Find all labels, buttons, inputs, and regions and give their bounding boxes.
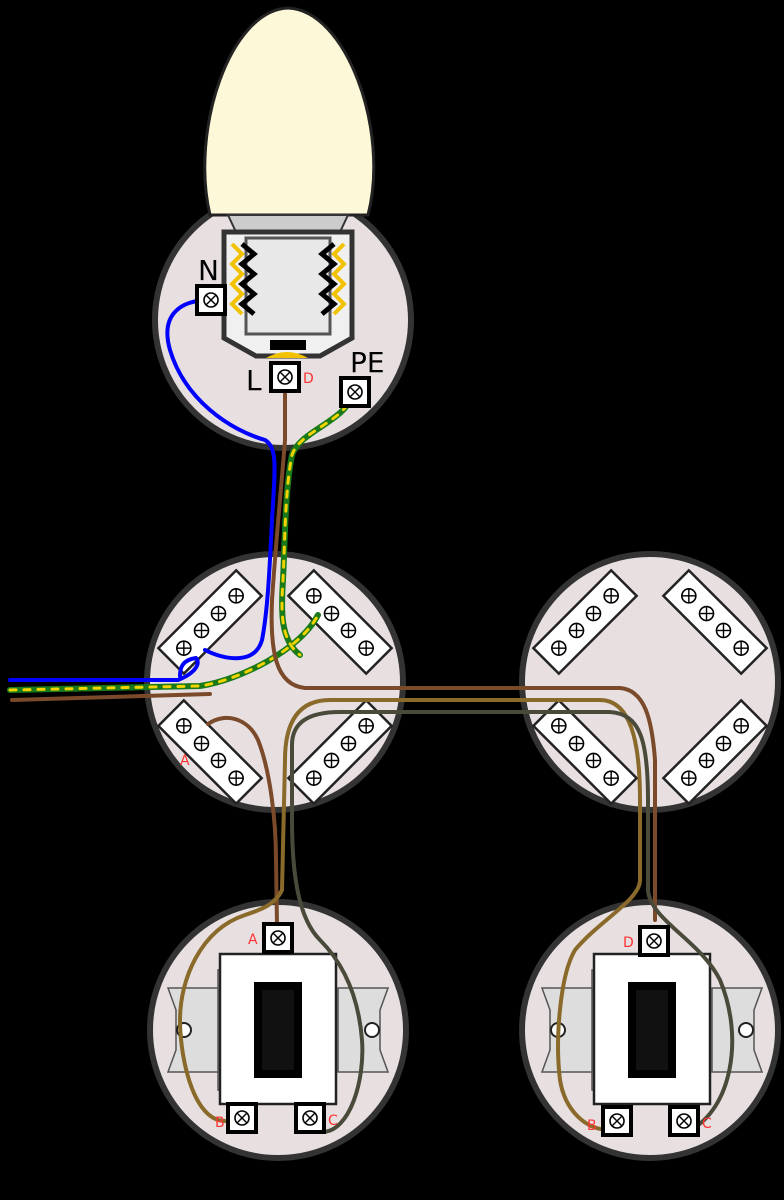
earth-terminal [341, 378, 369, 406]
traveller-wire-2 [290, 710, 735, 1134]
wires [7, 298, 735, 1134]
neutral-terminal [197, 286, 225, 314]
neutral-label: N [198, 254, 219, 287]
switch2-terminal-b [603, 1107, 631, 1135]
lamp-holder [221, 229, 355, 359]
switch1-terminal-b [228, 1104, 256, 1132]
switch1-left-label: B [215, 1115, 225, 1131]
junction-terminal-label: A [180, 753, 190, 769]
line-terminal [271, 363, 299, 391]
junction-box-left [144, 551, 406, 813]
feed-live-wire [206, 715, 279, 927]
neutral-wire [8, 298, 277, 682]
switch2-right-label: C [702, 1116, 712, 1132]
switched-live-wire [269, 378, 657, 922]
light-bulb [203, 6, 376, 233]
switch2-terminal-d [640, 927, 668, 955]
switch2-left-label: B [587, 1118, 597, 1134]
earth-label: PE [350, 346, 385, 379]
switch1-terminal-a [264, 924, 292, 952]
ceiling-terminal-label: D [303, 371, 314, 387]
traveller-wire-1 [178, 698, 642, 1132]
switch1-top-label: A [248, 932, 258, 948]
incoming-line-wire [10, 692, 212, 702]
switch1-right-label: C [328, 1113, 338, 1129]
switch1-terminal-c [296, 1104, 324, 1132]
junction-box-right [519, 551, 781, 813]
line-label: L [246, 364, 262, 397]
switch2-top-label: D [623, 935, 634, 951]
switch2-terminal-c [670, 1107, 698, 1135]
